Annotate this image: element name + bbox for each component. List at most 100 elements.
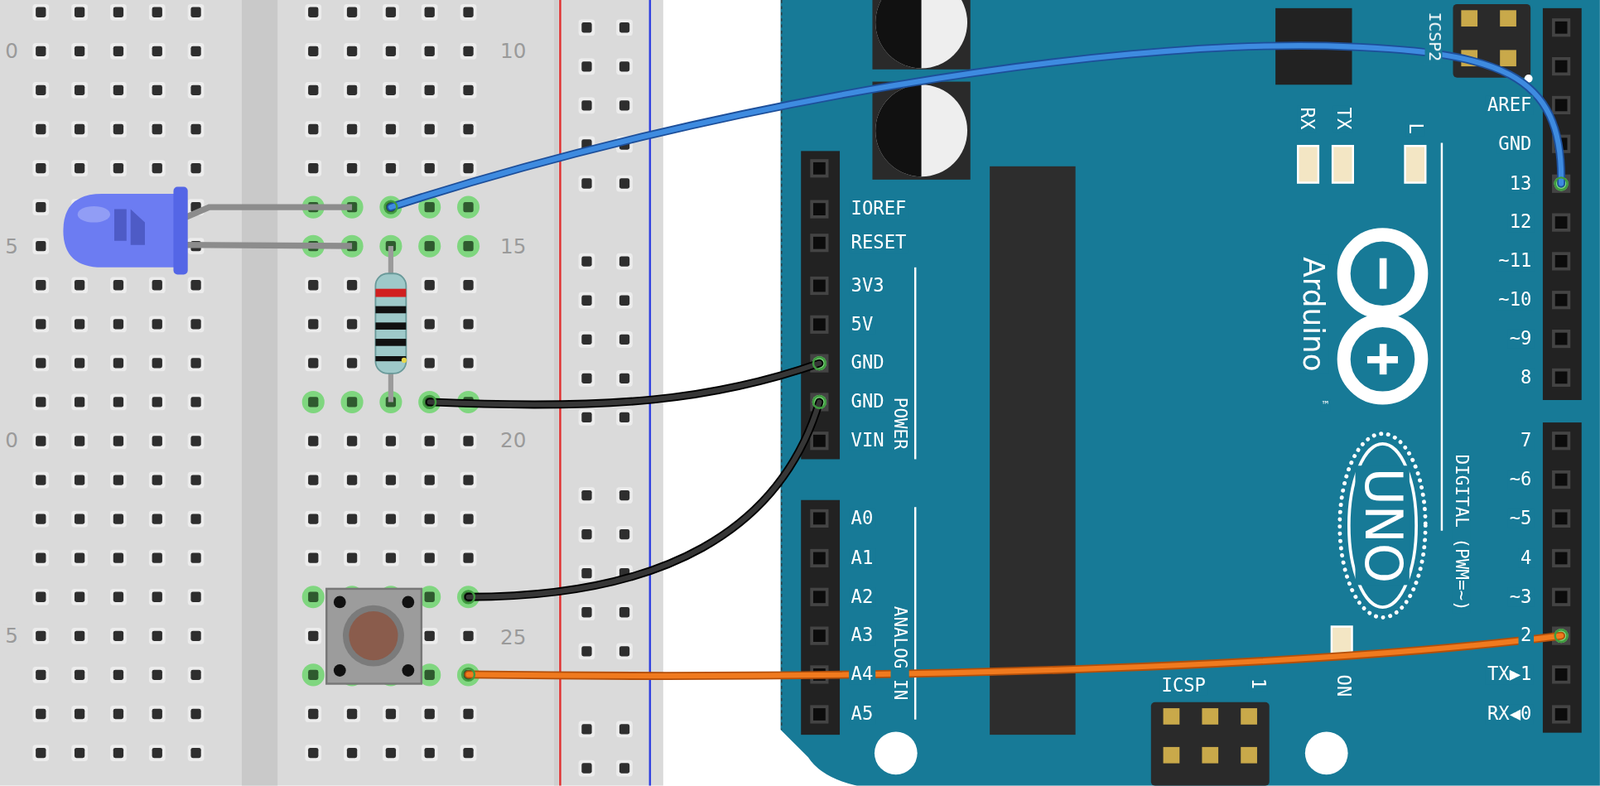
hole <box>152 747 163 758</box>
hole-pad <box>149 627 166 645</box>
hole <box>113 474 124 485</box>
silkscreen-line <box>914 506 916 719</box>
hole-pad <box>421 43 439 60</box>
hole <box>35 85 46 96</box>
hole-pad <box>71 510 88 528</box>
hole-pad <box>616 721 633 738</box>
wire-end <box>385 201 398 214</box>
pin-label: A3 <box>848 626 876 646</box>
hole <box>619 100 630 111</box>
hole <box>581 529 592 540</box>
breadboard <box>0 0 664 786</box>
hole-pad <box>149 159 166 177</box>
hole-pad <box>304 81 322 99</box>
pin-hole <box>1555 99 1568 112</box>
pin-label: ~5 <box>1507 508 1534 528</box>
hole <box>35 240 46 251</box>
hole <box>462 7 473 18</box>
hole-pad <box>110 81 127 99</box>
hole <box>424 46 435 57</box>
pin-hole <box>813 512 826 526</box>
pin-label: A2 <box>848 587 876 607</box>
led-label: RX <box>1297 105 1317 132</box>
hole-pad <box>304 744 322 762</box>
led-anvil <box>114 209 145 246</box>
hole <box>308 163 319 174</box>
hole <box>462 163 473 174</box>
hole <box>113 7 124 18</box>
hole-pad <box>460 549 478 567</box>
pin-hole <box>1555 293 1568 307</box>
hole <box>113 85 124 96</box>
capacitor-stripe <box>875 0 921 69</box>
hole <box>74 85 85 96</box>
hole <box>152 279 163 290</box>
hole <box>152 124 163 135</box>
hole <box>346 747 357 758</box>
hole-pad <box>343 705 361 723</box>
pin-socket <box>1551 704 1571 723</box>
button-pin <box>401 596 415 609</box>
led-rim <box>173 186 188 275</box>
breadboard-holes <box>32 4 632 776</box>
hole-pad <box>71 472 88 489</box>
pin-socket <box>1551 96 1571 115</box>
hole-pad <box>421 159 439 177</box>
hole-pad <box>460 472 478 489</box>
hole <box>308 7 319 18</box>
hole <box>308 631 319 641</box>
pin-socket <box>809 704 829 723</box>
hole <box>424 279 435 290</box>
hole-pad <box>304 472 322 489</box>
hole <box>462 124 473 135</box>
button-pin <box>333 596 347 609</box>
hole-pad <box>187 4 205 21</box>
microcontroller-chip <box>989 166 1075 735</box>
hole <box>346 318 357 329</box>
header-pin <box>1240 746 1258 764</box>
hole <box>462 708 473 719</box>
hole-pad <box>578 642 596 660</box>
pin-socket <box>809 509 829 528</box>
hole <box>190 631 201 641</box>
hole <box>35 396 46 407</box>
hole <box>152 318 163 329</box>
hole-pad <box>187 355 205 372</box>
hole-pad <box>149 81 166 99</box>
wire-outline <box>468 401 820 597</box>
pin-hole <box>1555 668 1568 681</box>
hole-pad <box>32 198 49 216</box>
hole-pad <box>187 315 205 333</box>
hole <box>424 357 435 368</box>
header-pin <box>1240 708 1258 725</box>
hole <box>190 7 201 18</box>
row-number: 10 <box>498 40 529 63</box>
hole-pad <box>187 472 205 489</box>
row-number: 5 <box>3 236 21 258</box>
hole <box>581 256 592 267</box>
hole <box>619 412 630 423</box>
header-pin <box>1163 708 1181 725</box>
hole <box>581 490 592 501</box>
header-pin <box>1163 746 1181 764</box>
hole <box>308 474 319 485</box>
header-pin <box>1499 9 1517 27</box>
connected-hole-glow <box>302 390 325 414</box>
hole <box>581 762 592 773</box>
hole-pad <box>616 370 633 387</box>
header-pins <box>809 18 1571 723</box>
hole <box>308 85 319 96</box>
hole-pad <box>32 666 49 684</box>
hole <box>74 553 85 564</box>
hole-pad <box>382 43 400 60</box>
hole <box>308 46 319 57</box>
hole <box>346 357 357 368</box>
hole <box>385 513 396 524</box>
pin-label: A1 <box>848 548 876 568</box>
pin-label: 3V3 <box>848 275 887 295</box>
connected-hole <box>424 592 435 603</box>
logo-minus <box>1379 258 1388 290</box>
capacitor-base <box>872 81 970 180</box>
hole-pad <box>32 744 49 762</box>
hole-pad <box>343 510 361 528</box>
